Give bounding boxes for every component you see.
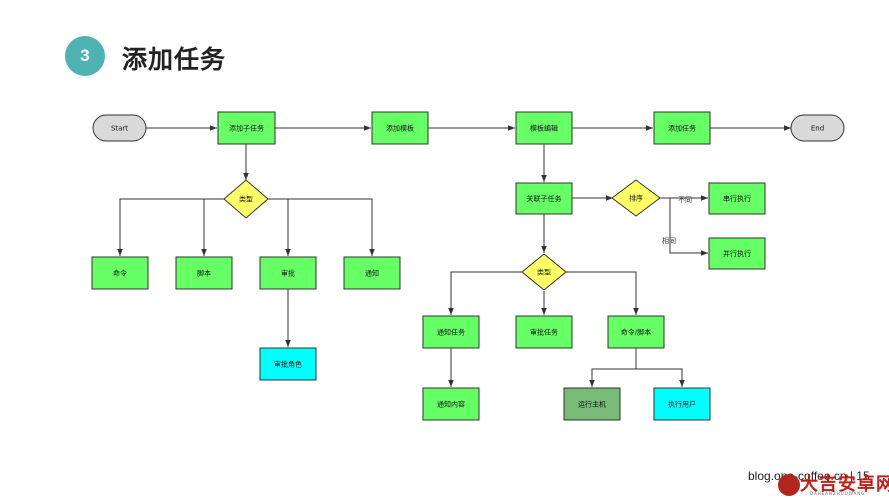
node-run-host-label: 运行主机 (578, 400, 606, 409)
node-approve-task-label: 审批任务 (530, 328, 558, 337)
node-notify-content-label: 通知内容 (437, 400, 465, 409)
node-cmd-script: 命令/脚本 (607, 315, 665, 349)
edge-cmdscript-execuser (636, 368, 685, 387)
node-add-subtask: 添加子任务 (217, 111, 276, 145)
node-type-decision-2-label: 类型 (537, 268, 551, 277)
node-add-task-label: 添加任务 (668, 124, 696, 133)
node-cmd: 命令 (91, 256, 149, 290)
slide-title: 添加任务 (122, 45, 227, 74)
node-approve-task: 审批任务 (515, 315, 573, 349)
node-template-edit: 模板编辑 (515, 111, 573, 145)
slide-number: 3 (80, 46, 90, 65)
node-parallel: 并行执行 (708, 237, 766, 270)
node-exec-user-label: 执行用户 (668, 400, 696, 409)
node-start-label: Start (111, 125, 128, 133)
node-add-task: 添加任务 (653, 111, 711, 145)
node-cmd-label: 命令 (113, 269, 127, 278)
node-script: 脚本 (175, 256, 233, 290)
edge-label-same: 相同 (662, 236, 676, 245)
edge-type1-cmd (117, 198, 224, 256)
node-template-edit-label: 模板编辑 (530, 124, 558, 133)
node-serial-label: 串行执行 (723, 194, 751, 203)
node-notify-content: 通知内容 (422, 387, 480, 421)
edge-type1-notify (288, 198, 375, 256)
edge-sort-parallel (669, 198, 708, 256)
node-end-label: End (811, 125, 824, 133)
edge-type1-approve (268, 198, 291, 256)
edge-label-different: 不同 (678, 196, 692, 204)
node-end: End (790, 114, 845, 142)
edge-cmdscript-runhost (589, 368, 636, 387)
node-notify-task-label: 通知任务 (437, 328, 465, 337)
node-sort-decision: 排序 (611, 179, 661, 217)
node-run-host: 运行主机 (563, 387, 621, 421)
node-notify-task: 通知任务 (422, 315, 480, 349)
node-approve-role: 审批角色 (259, 347, 317, 381)
node-script-label: 脚本 (197, 269, 211, 278)
node-notify: 通知 (343, 256, 401, 290)
node-exec-user: 执行用户 (653, 387, 711, 421)
node-type-decision-1: 类型 (223, 179, 269, 219)
logo-mark-icon (778, 474, 800, 496)
node-type-decision-2: 类型 (521, 253, 567, 291)
slide-number-badge: 3 (65, 36, 105, 76)
node-sort-decision-label: 排序 (629, 194, 643, 203)
edge-type2-cmdscript (566, 271, 639, 315)
node-notify-label: 通知 (365, 269, 379, 278)
watermark-logo: 大吉安卓网 DAHEANZHUOWANG (778, 472, 889, 498)
node-cmd-script-label: 命令/脚本 (621, 328, 651, 337)
node-approve-role-label: 审批角色 (274, 360, 302, 369)
node-link-subtask: 关联子任务 (515, 182, 573, 215)
logo-subtitle: DAHEANZHUOWANG (810, 491, 866, 496)
node-add-template: 添加模板 (371, 111, 429, 145)
node-parallel-label: 并行执行 (723, 249, 751, 258)
node-approve-label: 审批 (281, 269, 295, 278)
node-add-subtask-label: 添加子任务 (229, 124, 264, 133)
node-link-subtask-label: 关联子任务 (527, 194, 562, 203)
edge-type2-notifytask (448, 271, 522, 315)
logo-name: 大吉安卓网 (800, 474, 889, 495)
node-start: Start (92, 114, 147, 142)
node-serial: 串行执行 (708, 182, 766, 215)
node-add-template-label: 添加模板 (386, 124, 414, 133)
node-type-decision-1-label: 类型 (239, 195, 253, 204)
node-approve: 审批 (259, 256, 317, 290)
